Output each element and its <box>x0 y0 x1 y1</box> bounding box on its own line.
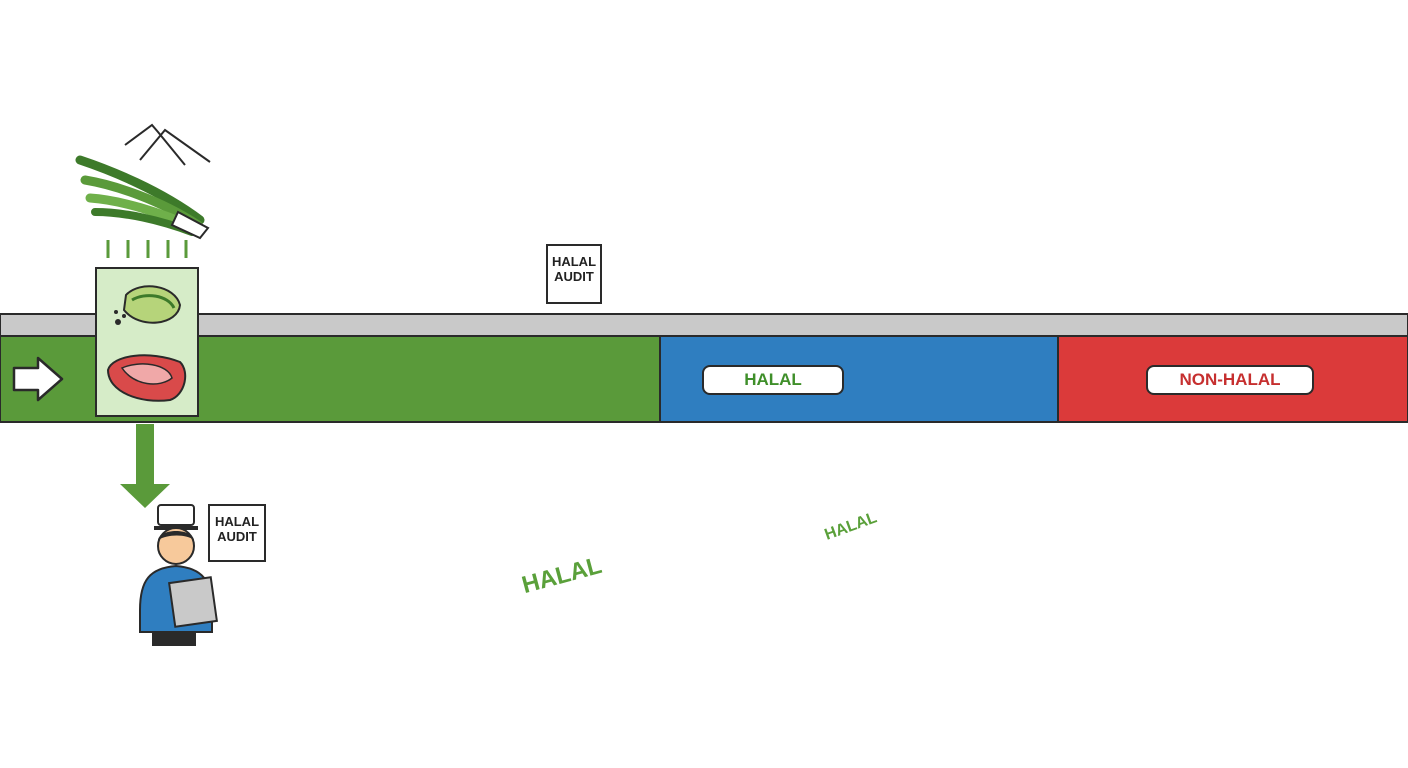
green-dash-marks <box>106 240 188 258</box>
non-halal-zone-label: NON-HALAL <box>1146 365 1314 395</box>
entry-arrow-icon <box>12 356 64 402</box>
audit-sign-bottom-line2: AUDIT <box>217 529 257 544</box>
halal-zone-label: HALAL <box>702 365 844 395</box>
conveyor-rail <box>0 313 1408 337</box>
down-arrow-green <box>120 424 170 508</box>
audit-sign-top-line1: HALAL <box>551 254 597 269</box>
audit-sign-bottom: HALAL AUDIT <box>208 504 266 562</box>
audit-sign-top: HALAL AUDIT <box>546 244 602 304</box>
wash-station <box>95 267 199 417</box>
scallion-icon <box>75 155 210 240</box>
audit-sign-bottom-line1: HALAL <box>214 514 260 529</box>
roof-lines-icon <box>124 123 211 166</box>
inspector-icon <box>139 504 218 646</box>
audit-sign-top-line2: AUDIT <box>554 269 594 284</box>
